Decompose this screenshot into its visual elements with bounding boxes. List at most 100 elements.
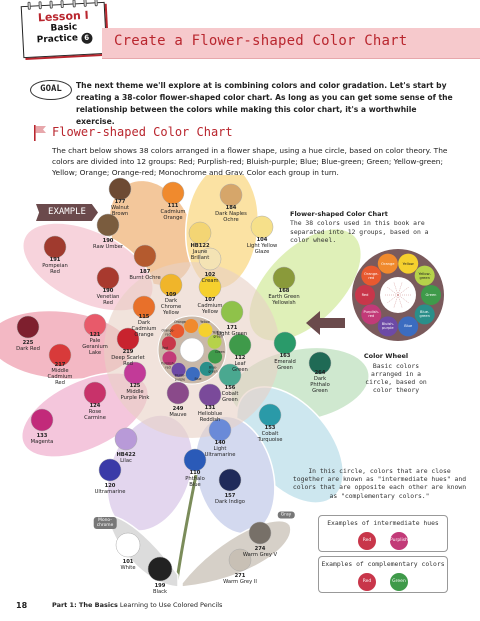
center-label-purplish-red: Purplish- red bbox=[161, 361, 175, 369]
color-label: 125 Middle Purple Pink bbox=[121, 383, 150, 401]
color-swatch bbox=[183, 448, 207, 472]
color-name: White bbox=[120, 565, 136, 571]
color-label: 120 Ultramarine bbox=[95, 483, 126, 495]
annotation-body: The 38 colors used in this book are sepa… bbox=[290, 219, 429, 244]
color-swatch bbox=[273, 331, 297, 355]
color-number: 187 bbox=[139, 269, 151, 275]
color-name: Light Green bbox=[216, 331, 248, 337]
color-name: Ultramarine bbox=[94, 489, 126, 495]
color-name: Walnut Brown bbox=[110, 205, 130, 217]
wheel-dot bbox=[414, 304, 435, 325]
color-number: 133 bbox=[36, 433, 48, 439]
color-name: Dark Red bbox=[16, 346, 40, 352]
color-number: 112 bbox=[234, 355, 246, 361]
wheel-dot bbox=[421, 285, 441, 305]
color-name: Burnt Ochre bbox=[129, 275, 161, 281]
color-swatch bbox=[188, 221, 212, 245]
color-swatch bbox=[48, 343, 72, 367]
wheel-label: Yellow bbox=[402, 261, 414, 266]
color-label: 184 Dark Naples Ochre bbox=[215, 205, 247, 223]
dot-purplish-red: Purplish-red bbox=[390, 532, 410, 561]
color-label: 225 Dark Red bbox=[16, 340, 40, 352]
color-label: 140 Light Ultramarine bbox=[205, 440, 236, 458]
center-dot-orange-red bbox=[170, 324, 185, 339]
color-swatch bbox=[272, 266, 296, 290]
color-label: 131 Helioblue Reddish bbox=[198, 405, 222, 423]
circle-note: In this circle, colors that are close to… bbox=[292, 467, 467, 500]
color-label: 111 Cadmium Orange bbox=[161, 203, 186, 221]
color-name: Pale Geranium Lake bbox=[82, 338, 108, 356]
color-wheel-description: Basic colors arranged in a circle, based… bbox=[365, 362, 427, 394]
color-number: 184 bbox=[225, 205, 237, 211]
color-label: 199 Black bbox=[153, 583, 167, 595]
color-number: 115 bbox=[138, 314, 150, 320]
practice-number: 6 bbox=[80, 32, 93, 45]
color-swatch bbox=[43, 235, 67, 259]
color-label: 107 Cadmium Yellow bbox=[198, 297, 223, 315]
color-label: 249 Mauve bbox=[169, 406, 186, 418]
practice-label: Practice bbox=[36, 33, 79, 46]
color-label: 187 Burnt Ochre bbox=[129, 269, 160, 281]
header-band bbox=[102, 28, 480, 58]
color-label: 101 White bbox=[120, 559, 135, 571]
color-name: Rose Carmine bbox=[84, 409, 106, 421]
color-swatch bbox=[248, 521, 272, 545]
color-swatch bbox=[133, 244, 157, 268]
wheel-dot bbox=[355, 285, 375, 305]
color-name: Leaf Green bbox=[232, 361, 248, 373]
page-title: Create a Flower-shaped Color Chart bbox=[114, 33, 408, 49]
color-number: 274 bbox=[254, 546, 266, 552]
wheel-dot bbox=[398, 253, 419, 274]
color-number: 109 bbox=[165, 292, 177, 298]
color-number: 107 bbox=[204, 297, 216, 303]
color-label: 191 Pompeian Red bbox=[42, 257, 68, 275]
color-name: Light Ultramarine bbox=[204, 446, 236, 458]
center-label-blue: Blue bbox=[194, 377, 202, 382]
color-swatch bbox=[250, 215, 274, 239]
color-swatch bbox=[218, 468, 242, 492]
color-label: 219 Deep Scarlet Red bbox=[111, 349, 144, 367]
intermediate-hues-title: Examples of intermediate hues bbox=[327, 519, 439, 527]
color-swatch bbox=[218, 363, 242, 387]
color-name: Dark Naples Ochre bbox=[215, 211, 247, 223]
lesson-card: Lesson I Basic Practice 6 bbox=[20, 0, 108, 59]
color-name: Middle Cadmium Red bbox=[47, 368, 73, 386]
leaf-label-gray: Gray bbox=[277, 511, 295, 519]
wheel-dot bbox=[361, 265, 382, 286]
color-label: 177 Walnut Brown bbox=[111, 199, 129, 217]
complementary-colors-box: Examples of complementary colors Red Gre… bbox=[318, 556, 448, 593]
color-name: Magenta bbox=[30, 439, 54, 445]
color-name: Middle Purple Pink bbox=[120, 389, 150, 401]
leaf-label-monochrome: Mono- chrome bbox=[93, 517, 117, 529]
color-label: 274 Warm Grey V bbox=[243, 546, 277, 558]
color-swatch bbox=[132, 295, 156, 319]
color-name: Warm Grey V bbox=[242, 552, 278, 558]
color-number: 157 bbox=[224, 493, 236, 499]
color-label: 109 Dark Chrome Yellow bbox=[161, 292, 181, 316]
wheel-dot bbox=[377, 316, 398, 337]
center-dot-bluish-purple bbox=[171, 362, 186, 377]
color-name: Black bbox=[152, 589, 168, 595]
color-swatch bbox=[219, 183, 243, 207]
color-swatch bbox=[220, 300, 244, 324]
color-name: Pompeian Red bbox=[42, 263, 68, 275]
color-swatch bbox=[30, 408, 54, 432]
wheel-label: Red bbox=[361, 293, 369, 297]
color-number: 191 bbox=[49, 257, 61, 263]
color-swatch bbox=[116, 327, 140, 351]
center-label-yellow: Yellow bbox=[200, 320, 210, 325]
color-name: Raw Umber bbox=[92, 244, 124, 250]
center-label-orange: Orange bbox=[174, 320, 186, 325]
color-swatch bbox=[96, 213, 120, 237]
color-label: 168 Earth Green Yellowish bbox=[268, 288, 299, 306]
goal-text: The next theme we'll explore at is combi… bbox=[76, 81, 453, 126]
color-swatch bbox=[98, 458, 122, 482]
color-swatch bbox=[159, 273, 183, 297]
color-number: 249 bbox=[172, 406, 184, 412]
color-swatch bbox=[83, 313, 107, 337]
intermediate-hues-box: Examples of intermediate hues Red Purpli… bbox=[318, 515, 448, 561]
color-number: 121 bbox=[89, 332, 101, 338]
center-label-bluish-purple: Bluish- purple bbox=[174, 373, 186, 381]
color-swatch bbox=[96, 266, 120, 290]
color-number: 271 bbox=[234, 573, 246, 579]
